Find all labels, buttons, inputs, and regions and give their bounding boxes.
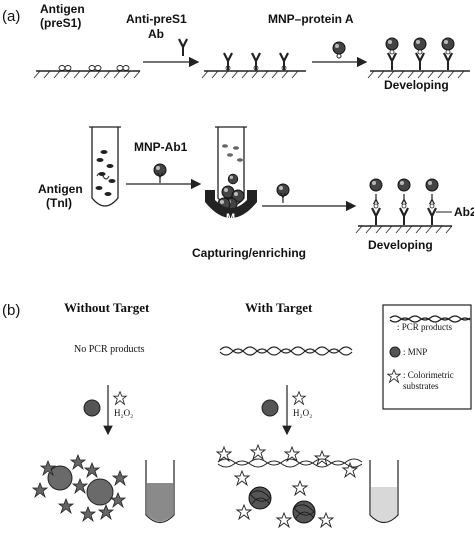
pcr-products: [219, 346, 353, 356]
surface-2: [201, 51, 306, 79]
mnp-dot-right: [261, 399, 279, 417]
antigen-label-2: Antigen: [38, 182, 83, 196]
magnet-icon: [205, 190, 257, 218]
antigen-label: Antigen: [40, 2, 85, 16]
result-without-target: [32, 454, 128, 522]
substrate-star-right: [292, 391, 306, 405]
antibody-label: Anti-preS1: [126, 12, 187, 26]
legend-mnp: : MNP: [403, 347, 428, 357]
tube-result-left: [145, 460, 175, 524]
h2o2-left: H₂O₂: [114, 408, 134, 418]
antigen-name-label: (preS1): [40, 16, 82, 30]
conjugate-label: MNP–protein A: [268, 12, 354, 26]
mnp-dot-left: [83, 399, 101, 417]
antibody-abbr-label: Ab: [148, 27, 164, 41]
developing-label-1: Developing: [384, 78, 449, 92]
surface-1: [33, 65, 141, 79]
no-products-label: No PCR products: [74, 344, 145, 355]
tube-antigen: [89, 126, 121, 207]
tube-result-right: [369, 460, 399, 524]
substrate-star-left: [113, 391, 127, 405]
magnet-label: M: [226, 212, 236, 224]
without-target-title: Without Target: [64, 300, 150, 315]
panel-a-label: (a): [2, 8, 21, 25]
antigen-name-label-2: (TnI): [46, 196, 72, 210]
panel-b-label: (b): [2, 302, 21, 319]
surface-4: [355, 178, 453, 234]
tube-capture: [215, 126, 247, 211]
antibody-icon: [177, 37, 189, 58]
surface-3: [367, 37, 470, 79]
ab2-label: Ab2: [454, 205, 474, 219]
legend-box: [382, 304, 472, 410]
mnp-ab1-icon: [153, 163, 167, 184]
legend-substrate: : Colorimetric substrates: [403, 370, 454, 391]
developing-label-2: Developing: [368, 238, 433, 252]
capturing-label: Capturing/enriching: [192, 246, 306, 260]
h2o2-right: H₂O₂: [293, 408, 313, 418]
mnp-protein-a-icon: [332, 41, 346, 59]
legend-pcr: : PCR products: [397, 322, 453, 332]
with-target-title: With Target: [245, 300, 313, 315]
conjugate-label-2: MNP-Ab1: [134, 140, 188, 154]
result-with-target: [216, 444, 363, 528]
mnp-ab1-icon-2: [276, 183, 290, 204]
